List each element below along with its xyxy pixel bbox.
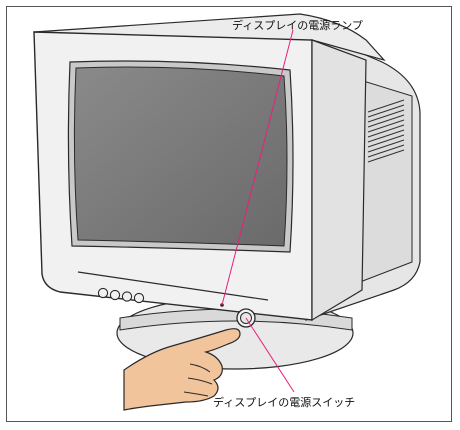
pointing-hand-illustration: [123, 328, 241, 411]
leader-lines: [221, 29, 295, 393]
control-strip: [77, 271, 269, 301]
figure-frame: [6, 6, 452, 422]
switch-leader-line: [245, 317, 295, 393]
power-lamp-label: ディスプレイの電源ランプ: [232, 19, 363, 32]
front-buttons: [97, 287, 145, 304]
monitor-screen: [67, 60, 294, 253]
power-switch-label: ディスプレイの電源スイッチ: [213, 396, 356, 409]
vent-grille: [367, 99, 405, 163]
lamp-leader-line: [221, 29, 294, 306]
